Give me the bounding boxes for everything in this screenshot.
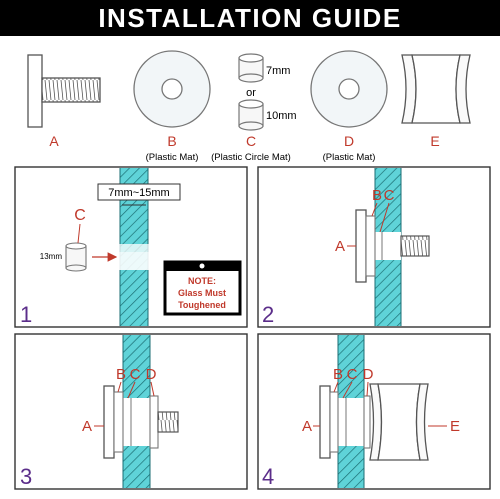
step-1-thickness-box	[97, 183, 181, 201]
step-1-number: 1	[20, 302, 32, 327]
part-c-circle-mat-7mm	[238, 53, 264, 83]
step-3-bolt-thread	[157, 411, 179, 433]
part-d-mat	[310, 50, 388, 128]
part-d-letter: D	[344, 133, 354, 149]
header-bar	[0, 0, 500, 36]
part-c-letter: C	[246, 133, 256, 149]
step-1-part-label: C	[74, 207, 86, 224]
step-2-mats	[375, 232, 401, 260]
part-b-letter: B	[167, 133, 176, 149]
part-e-letter: E	[430, 133, 439, 149]
step-3-label-b: B	[116, 366, 126, 383]
note-card	[163, 260, 242, 316]
step-1-thickness: 7mm~15mm	[108, 187, 169, 199]
step-2-label-a: A	[335, 238, 345, 255]
part-b-mat	[133, 50, 211, 128]
step-3-bolt-head	[103, 385, 115, 459]
step-4-label-c: C	[347, 366, 358, 383]
step-2-panel	[257, 166, 491, 328]
part-b-caption: (Plastic Mat)	[146, 152, 199, 163]
step-1-height-label: 13mm	[40, 252, 63, 261]
part-e-cap	[401, 54, 471, 124]
part-c-size-bottom: 10mm	[266, 110, 297, 122]
step-4-label-b: B	[333, 366, 343, 383]
step-4-cap	[369, 383, 429, 461]
step-4-bolt-head	[319, 385, 331, 459]
step-4-label-d: D	[363, 366, 374, 383]
step-1-circle-mat	[65, 242, 87, 272]
note-line-2: Toughened	[178, 300, 226, 310]
step-4-mat-b	[329, 391, 339, 453]
step-1-leader	[77, 223, 81, 244]
step-3-label-d: D	[146, 366, 157, 383]
step-4-label-e: E	[450, 418, 460, 435]
step-3-mats	[123, 398, 150, 446]
step-4-number: 4	[262, 464, 274, 489]
step-3-label-c: C	[130, 366, 141, 383]
step-3-number: 3	[20, 464, 32, 489]
step-2-bolt-head	[355, 209, 367, 283]
page-title: INSTALLATION GUIDE	[98, 3, 401, 33]
part-c-size-top: 7mm	[266, 65, 290, 77]
step-2-bolt-thread	[400, 235, 430, 257]
step-4-mat-d	[363, 395, 371, 449]
step-2-mat-b	[365, 215, 376, 277]
part-a-bolt	[27, 54, 101, 128]
part-d-caption: (Plastic Mat)	[323, 152, 376, 163]
note-line-1: Glass Must	[178, 288, 226, 298]
step-3-mat-b	[113, 391, 124, 453]
step-2-label-c: C	[384, 187, 395, 204]
step-3-label-a: A	[82, 418, 92, 435]
part-c-caption: (Plastic Circle Mat)	[211, 152, 291, 163]
step-4-label-a: A	[302, 418, 312, 435]
step-2-label-b: B	[372, 187, 382, 204]
part-c-or: or	[246, 87, 256, 99]
step-3-mat-d	[149, 395, 159, 449]
part-c-circle-mat-10mm	[238, 99, 264, 131]
step-4-mats	[338, 398, 364, 446]
step-2-number: 2	[262, 302, 274, 327]
note-title: NOTE:	[188, 276, 216, 286]
part-a-letter: A	[49, 133, 59, 149]
